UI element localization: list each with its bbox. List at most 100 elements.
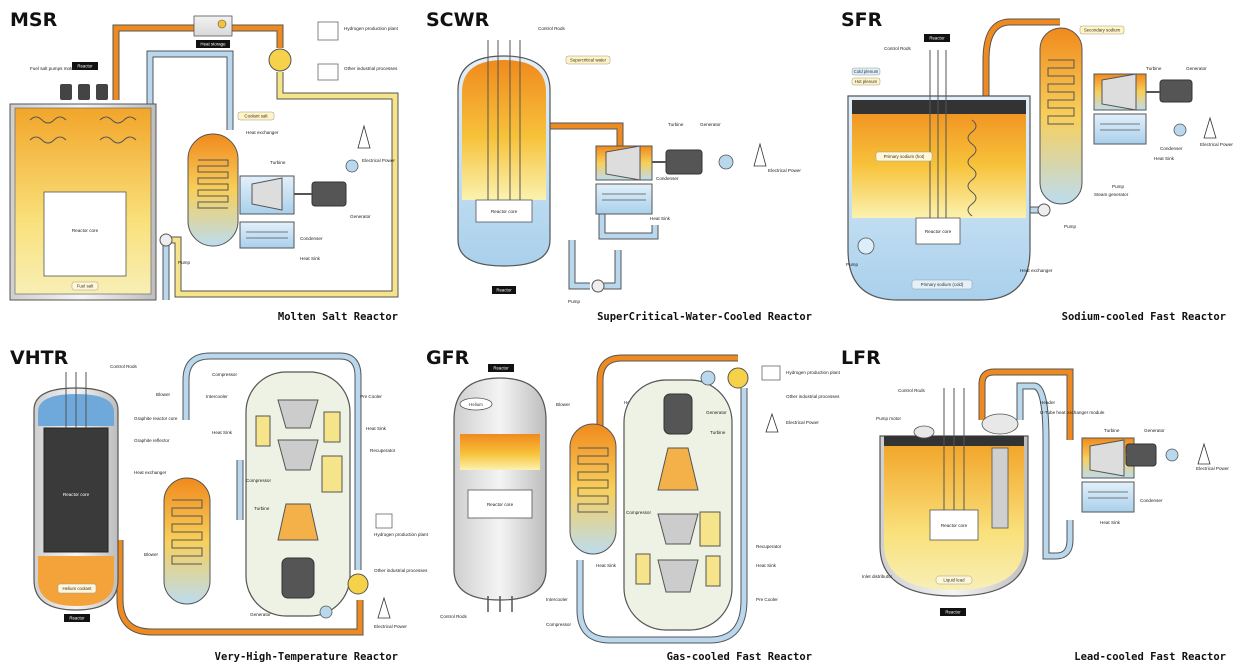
gfr-label-generator: Generator (706, 410, 727, 415)
sfr-secondary-text: Secondary sodium (1084, 28, 1121, 33)
vhtr-label-compressor: Compressor (212, 372, 237, 377)
vhtr-label-reflector: Graphite reflector (134, 438, 170, 443)
msr-heat-storage-tag (196, 40, 230, 48)
msr-label-power: Electrical Power (362, 158, 395, 163)
sfr-cold-plenum-text: Cold plenum (854, 69, 879, 74)
sfr-pylon-icon (1203, 116, 1217, 139)
sfr-label-pump-primary: Pump (846, 262, 858, 267)
gfr-helium-tag (459, 397, 493, 411)
msr-subtitle: Molten Salt Reactor (278, 311, 398, 323)
sfr-secondary-tag (1079, 25, 1125, 35)
lfr-panel: LFR Lead-cooled Fast Reactor Reactor cor… (841, 347, 1229, 663)
lfr-label-core: Reactor core (941, 523, 968, 528)
msr-reactor-tag-text: Reactor (77, 64, 93, 69)
sfr-primary-cold-text: Primary sodium (cold) (921, 282, 964, 287)
gfr-reactor-core (467, 489, 533, 519)
gfr-panel: GFR Gas-cooled Fast Reactor Reactor core… (426, 347, 841, 663)
scwr-reactor-core (475, 199, 533, 223)
scwr-reactor-tag (492, 286, 516, 294)
gfr-reactor-tag-text: Reactor (493, 366, 509, 371)
gfr-recuperator (699, 511, 721, 547)
lfr-label-pump-motor: Pump motor (876, 416, 901, 421)
msr-heat-exchanger-coils (29, 116, 137, 144)
vhtr-label-turbine: Turbine (254, 506, 270, 511)
vhtr-hydrogen-icon (375, 513, 393, 529)
msr-pump-icon (159, 233, 173, 247)
vhtr-process-hx-icon (347, 573, 369, 595)
scwr-title: SCWR (426, 9, 490, 31)
scwr-reactor-tag-text: Reactor (496, 288, 512, 293)
gfr-power-icon (700, 370, 716, 386)
vhtr-label-compressor-2: Compressor (246, 478, 271, 483)
lfr-condenser-tubes (1088, 491, 1128, 499)
gfr-label-turbine: Turbine (710, 430, 726, 435)
lfr-label-heat-sink: Heat Sink (1100, 520, 1121, 525)
gfr-turbine (657, 447, 699, 491)
scwr-condenser-tubes (602, 193, 646, 201)
scwr-hot-zone (462, 60, 546, 200)
gfr-label-blower: Blower (556, 402, 571, 407)
gfr-label-precooler: Pre Cooler (756, 597, 778, 602)
lfr-title: LFR (841, 347, 881, 369)
sfr-condenser (1093, 113, 1147, 145)
sfr-reactor-tag (924, 34, 950, 42)
scwr-generator (665, 149, 703, 175)
sfr-label-hx: Heat exchanger (1020, 268, 1053, 273)
msr-heat-storage-icon (217, 19, 227, 29)
msr-salt-loop (166, 72, 398, 297)
msr-condenser (239, 221, 295, 249)
lfr-utube-hx (991, 447, 1009, 529)
gfr-pylon-icon (765, 412, 779, 433)
lfr-cold-pipe (1017, 383, 1073, 559)
lfr-liquid-lead-tag (935, 575, 973, 585)
scwr-label-rods: Control Rods (538, 26, 566, 31)
vhtr-recuperator (321, 455, 343, 493)
vhtr-label-rods: Control Rods (110, 364, 138, 369)
lfr-subtitle: Lead-cooled Fast Reactor (1074, 651, 1226, 663)
sfr-label-pump-secondary: Pump (1112, 184, 1124, 189)
vhtr-hot-pipe (117, 540, 363, 635)
msr-reactor-core (43, 191, 127, 277)
scwr-condenser (595, 183, 653, 215)
vhtr-cold-pipe (183, 353, 361, 570)
scwr-subtitle: SuperCritical-Water-Cooled Reactor (597, 311, 812, 323)
lfr-label-inlet: Inlet distributor (862, 574, 893, 579)
sfr-reactor-tag-text: Reactor (929, 36, 945, 41)
sfr-power-icon (1173, 123, 1187, 137)
gfr-label-rods: Control Rods (440, 614, 468, 619)
vhtr-compressor-1 (277, 399, 319, 429)
msr-cold-pipe (147, 51, 233, 300)
sfr-label-rods: Control Rods (884, 46, 912, 51)
msr-panel: MSR Molten Salt Reactor Reactor Fuel sal… (9, 9, 399, 323)
lfr-label-generator: Generator (1144, 428, 1165, 433)
msr-generator (311, 181, 347, 207)
msr-title: MSR (10, 9, 58, 31)
gfr-process-hx-icon (727, 367, 749, 389)
msr-label-hx: Heat exchanger (246, 130, 279, 135)
vhtr-hx-coil (171, 499, 203, 565)
lfr-pylon-icon (1197, 442, 1211, 465)
lfr-label-power: Electrical Power (1196, 466, 1229, 471)
scwr-label-generator: Generator (700, 122, 721, 127)
lfr-label-rods: Control Rods (898, 388, 926, 393)
msr-pump-motor-2 (78, 84, 90, 100)
lfr-pump-motor (913, 425, 935, 439)
lfr-header (981, 413, 1019, 435)
vhtr-label-power: Electrical Power (374, 624, 407, 629)
vhtr-helium-pool (38, 556, 114, 606)
gfr-label-recuperator: Recuperator (756, 544, 782, 549)
sfr-roof (852, 100, 1026, 114)
vhtr-compressor-2 (277, 439, 319, 471)
msr-label-heat-sink: Heat Sink (300, 256, 321, 261)
scwr-pump-icon (591, 279, 605, 293)
vhtr-turbine (277, 503, 319, 541)
gfr-label-hydrogen: Hydrogen production plant (786, 370, 841, 375)
sfr-ihx-coil (967, 119, 977, 217)
msr-condenser-tubes (246, 231, 288, 239)
vhtr-label-recuperator: Recuperator (370, 448, 396, 453)
vhtr-reactor-tag (64, 614, 90, 622)
msr-hx-coil (197, 159, 229, 209)
gfr-pcu-vessel (623, 379, 733, 631)
vhtr-reactor-core (43, 427, 109, 553)
msr-label-pumps: Fuel salt pumps motors (30, 66, 78, 71)
